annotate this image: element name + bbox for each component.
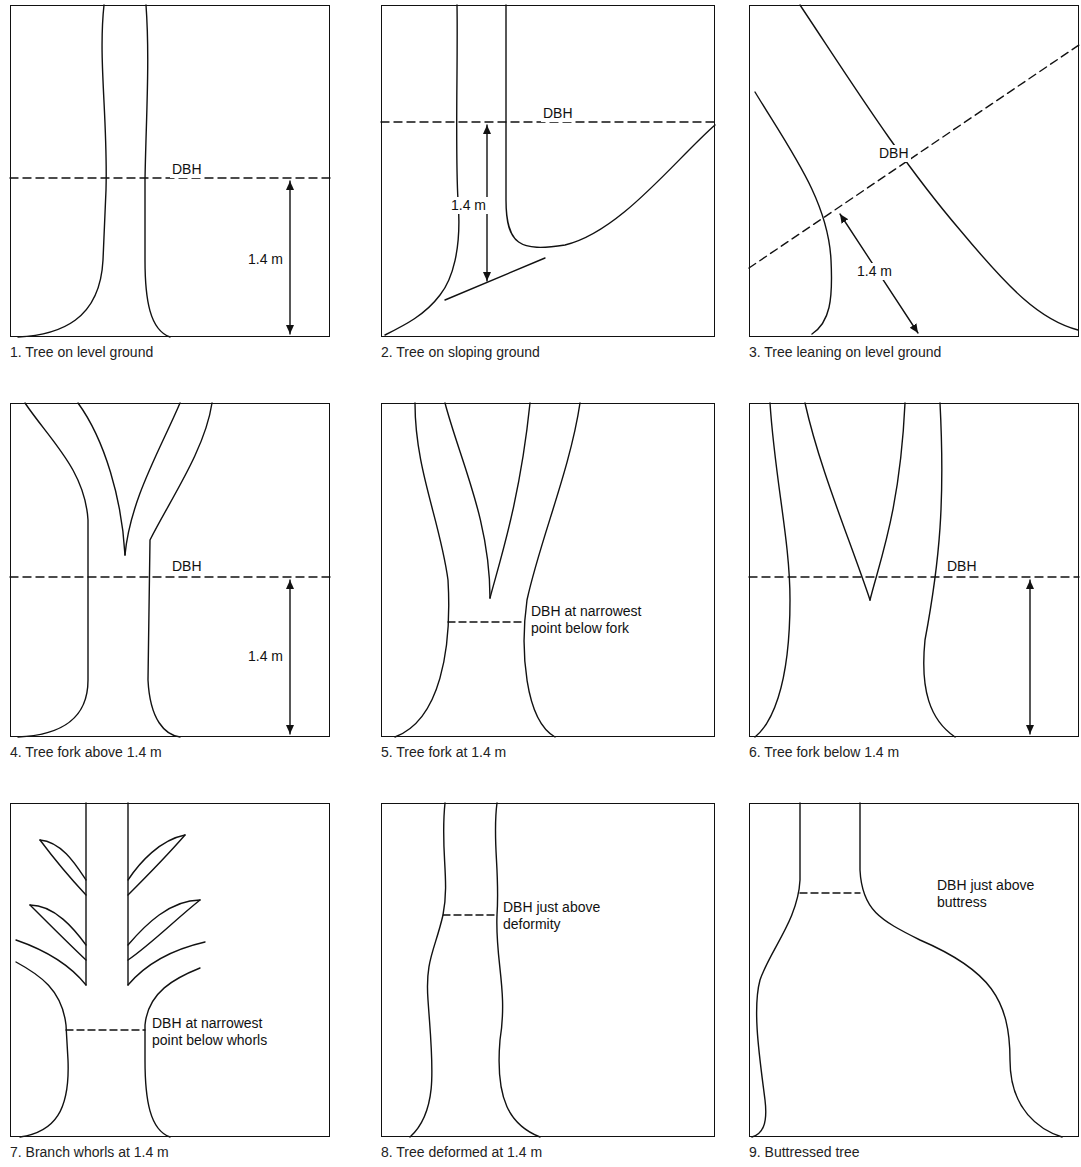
panel-box: DBH at narrowest point below whorls7. Br… (10, 803, 330, 1137)
panel-box: DBH at narrowest point below fork5. Tree… (381, 403, 715, 737)
panel-caption: 8. Tree deformed at 1.4 m (381, 1144, 542, 1161)
tree-whorls (16, 803, 205, 1137)
tree-slope (381, 5, 715, 335)
dbh-note: DBH at narrowest point below fork (529, 603, 645, 637)
height-label: 1.4 m (246, 251, 285, 268)
panel-box: DBH1.4 m1. Tree on level ground (10, 5, 330, 337)
dbh-label: DBH (945, 558, 979, 575)
dbh-label: DBH (877, 145, 911, 162)
panel-box: DBH6. Tree fork below 1.4 m (749, 403, 1079, 737)
dbh-label: DBH (170, 558, 204, 575)
panel-box: DBH just above buttress9. Buttressed tre… (749, 803, 1079, 1137)
tree-fork-below (749, 403, 1079, 737)
tree-fork-above (10, 403, 330, 737)
panel-box: DBH1.4 m3. Tree leaning on level ground (749, 5, 1079, 337)
panel-caption: 6. Tree fork below 1.4 m (749, 744, 899, 761)
tree-leaning (749, 5, 1079, 334)
panel-caption: 3. Tree leaning on level ground (749, 344, 941, 361)
panel-caption: 4. Tree fork above 1.4 m (10, 744, 162, 761)
tree-buttressed (752, 803, 1062, 1137)
tree-level (10, 5, 330, 337)
height-label: 1.4 m (246, 648, 285, 665)
height-label: 1.4 m (449, 197, 488, 214)
tree-deformed (410, 803, 540, 1137)
dbh-note: DBH just above deformity (501, 899, 623, 933)
panel-caption: 9. Buttressed tree (749, 1144, 860, 1161)
tree-fork-at (395, 403, 580, 737)
dbh-note: DBH just above buttress (935, 877, 1049, 911)
panel-caption: 2. Tree on sloping ground (381, 344, 540, 361)
panel-box: DBH1.4 m4. Tree fork above 1.4 m (10, 403, 330, 737)
height-label: 1.4 m (855, 263, 894, 280)
dbh-label: DBH (541, 105, 575, 122)
panel-caption: 1. Tree on level ground (10, 344, 153, 361)
dbh-note: DBH at narrowest point below whorls (150, 1015, 272, 1049)
panel-caption: 5. Tree fork at 1.4 m (381, 744, 506, 761)
panel-box: DBH1.4 m2. Tree on sloping ground (381, 5, 715, 337)
panel-box: DBH just above deformity8. Tree deformed… (381, 803, 715, 1137)
panel-caption: 7. Branch whorls at 1.4 m (10, 1144, 169, 1161)
dbh-label: DBH (170, 161, 204, 178)
